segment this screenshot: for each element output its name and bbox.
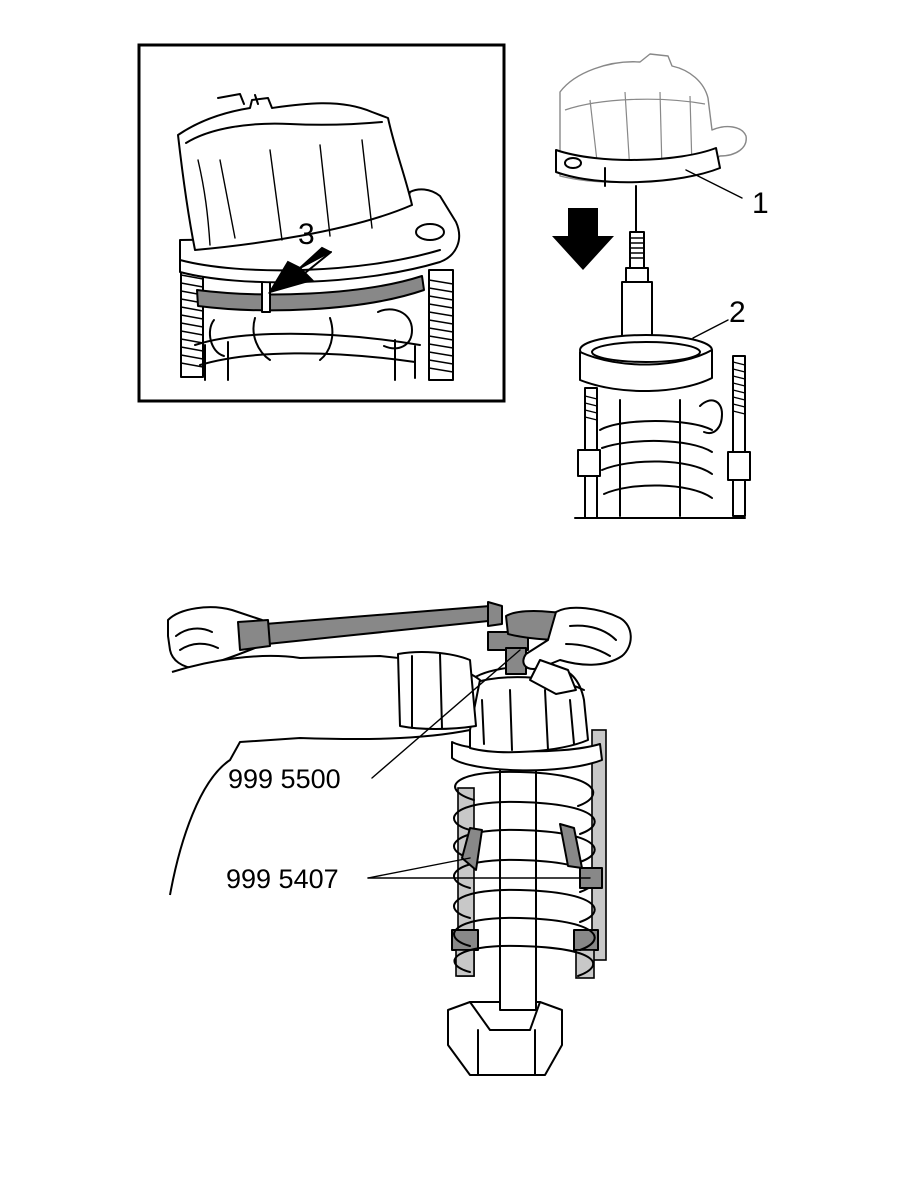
tool-999-5500	[237, 601, 593, 675]
down-arrow-icon	[552, 208, 614, 270]
strut-top-mount-detail	[177, 93, 461, 284]
damper-tube	[499, 759, 537, 1011]
hand-right	[522, 606, 632, 695]
spring-compressor-rod-right	[428, 269, 454, 381]
assembly-view: 999 5500 999 5407	[167, 601, 632, 1076]
upper-spring-seat	[579, 334, 713, 392]
hook-plate-right	[559, 823, 583, 869]
detail-inset: 3	[137, 43, 506, 403]
tool-label-999-5500: 999 5500	[228, 764, 341, 794]
leader-999-5500	[371, 649, 521, 779]
spring-coils-detail	[194, 308, 421, 381]
leader-999-5407-a	[367, 857, 471, 879]
tool-label-999-5407: 999 5407	[226, 864, 339, 894]
hand-left	[167, 606, 481, 896]
alignment-mark-detail	[261, 279, 271, 313]
exploded-view: 1 2	[552, 53, 769, 519]
arrow-icon	[267, 246, 333, 294]
spring-compressor-rod-left	[180, 264, 204, 378]
compressor-rod-exploded-right	[727, 355, 751, 517]
top-mount-ring	[555, 147, 721, 184]
strut-lower	[447, 1001, 563, 1076]
hook-plate-left	[461, 827, 483, 871]
spring-exploded	[574, 399, 746, 519]
callout-3: 3	[298, 218, 315, 251]
callout-1: 1	[752, 187, 769, 220]
piston-rod	[621, 231, 653, 353]
callout-2: 2	[729, 296, 746, 329]
